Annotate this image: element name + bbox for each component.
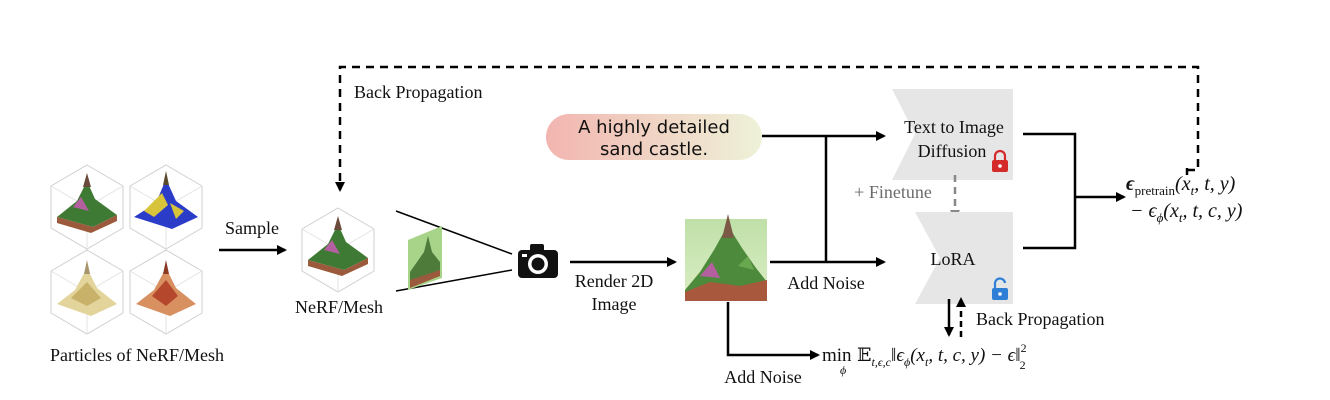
particle-tile-red <box>129 249 203 335</box>
sample-label: Sample <box>225 218 279 238</box>
nerf-mesh-thumbnail <box>301 207 375 293</box>
diffusion-output-line <box>1023 132 1077 250</box>
text-prompt-line1: A highly detailed <box>578 117 730 138</box>
lock-icon <box>992 149 1008 172</box>
render-label-line1: Render 2D <box>575 271 653 291</box>
add-noise-upper-label: Add Noise <box>787 273 865 293</box>
camera-icon <box>518 244 558 278</box>
image-plane-thumbnail <box>408 226 442 290</box>
frustum-line-top <box>395 210 513 255</box>
diffusion-label-line1: Text to Image <box>904 117 1004 137</box>
diffusion-box <box>892 89 1013 180</box>
particle-tile-green <box>50 164 124 250</box>
lora-box <box>915 212 1013 304</box>
unlock-icon <box>992 277 1008 300</box>
backprop-right-label: Back Propagation <box>976 309 1104 329</box>
render-label-line2: Image <box>592 294 637 314</box>
add-noise-lower-label: Add Noise <box>724 367 802 387</box>
frustum-line-bottom <box>395 269 513 292</box>
particles-label: Particles of NeRF/Mesh <box>50 345 224 365</box>
diffusion-label-line2: Diffusion <box>918 141 987 161</box>
rendered-image <box>685 214 767 301</box>
output-equation: ϵpretrain(xt, t, y) − ϵϕ(xt, t, c, y) <box>1126 173 1243 225</box>
text-prompt-line2: sand castle. <box>600 139 708 160</box>
particle-tile-blue <box>129 164 203 250</box>
particle-tile-sand <box>50 249 124 335</box>
backprop-top-label: Back Propagation <box>354 82 482 102</box>
add-noise-lower-arrow <box>726 302 820 360</box>
svg-text:− ϵϕ(xt, t, c, y): − ϵϕ(xt, t, c, y) <box>1130 200 1243 225</box>
nerf-mesh-label: NeRF/Mesh <box>295 297 383 317</box>
lora-label: LoRA <box>931 249 976 269</box>
backprop-top-path <box>335 65 1200 192</box>
text-prompt-pill <box>546 114 762 160</box>
svg-text:ϵpretrain(xt, t, y): ϵpretrain(xt, t, y) <box>1126 173 1236 198</box>
finetune-label: + Finetune <box>854 182 932 202</box>
